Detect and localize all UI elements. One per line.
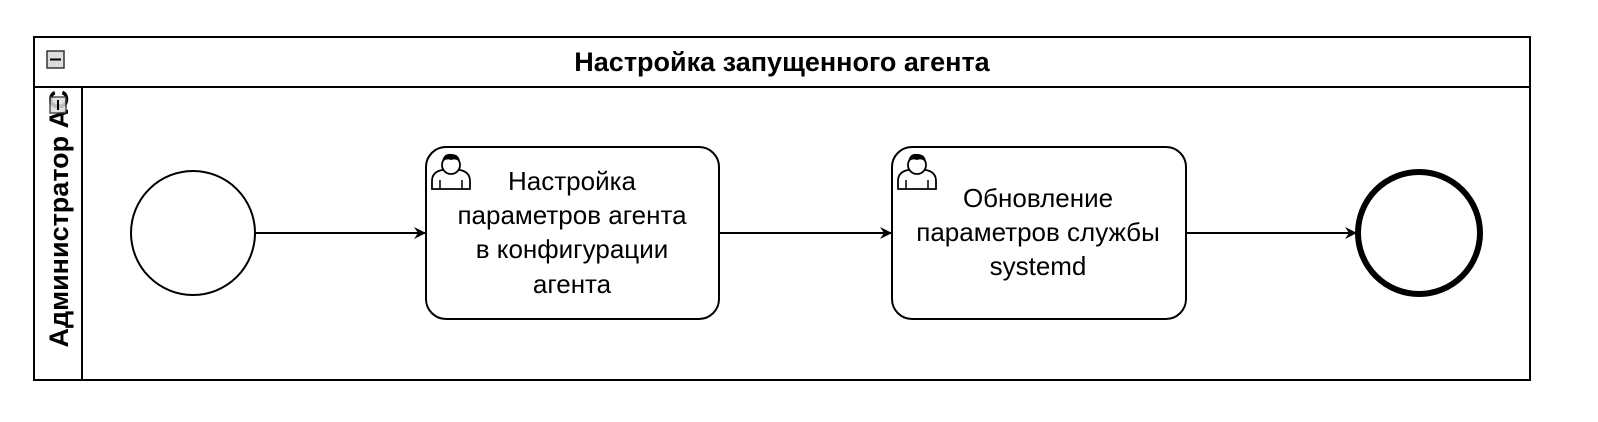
pool-title: Настройка запущенного агента — [574, 47, 990, 77]
start-event[interactable] — [130, 170, 256, 296]
lane-collapse-icon[interactable] — [49, 96, 67, 114]
task-1-line-1: Настройка — [508, 166, 637, 196]
user-icon — [431, 153, 471, 190]
pool[interactable] — [33, 36, 1531, 381]
end-event[interactable] — [1355, 169, 1483, 297]
task-1-line-4: агента — [533, 269, 612, 299]
task-1-line-3: в конфигурации — [476, 234, 669, 264]
user-icon — [897, 153, 937, 190]
task-2-line-3: systemd — [990, 251, 1087, 281]
pool-collapse-icon[interactable] — [46, 50, 65, 69]
task-1-line-2: параметров агента — [457, 200, 687, 230]
task-2-line-1: Обновление — [963, 183, 1113, 213]
user-task-1[interactable]: Настройка параметров агента в конфигурац… — [425, 146, 720, 320]
task-2-line-2: параметров службы — [916, 217, 1160, 247]
user-task-2[interactable]: Обновление параметров службы systemd — [891, 146, 1187, 320]
lane-title: Администратор АС — [44, 90, 74, 348]
